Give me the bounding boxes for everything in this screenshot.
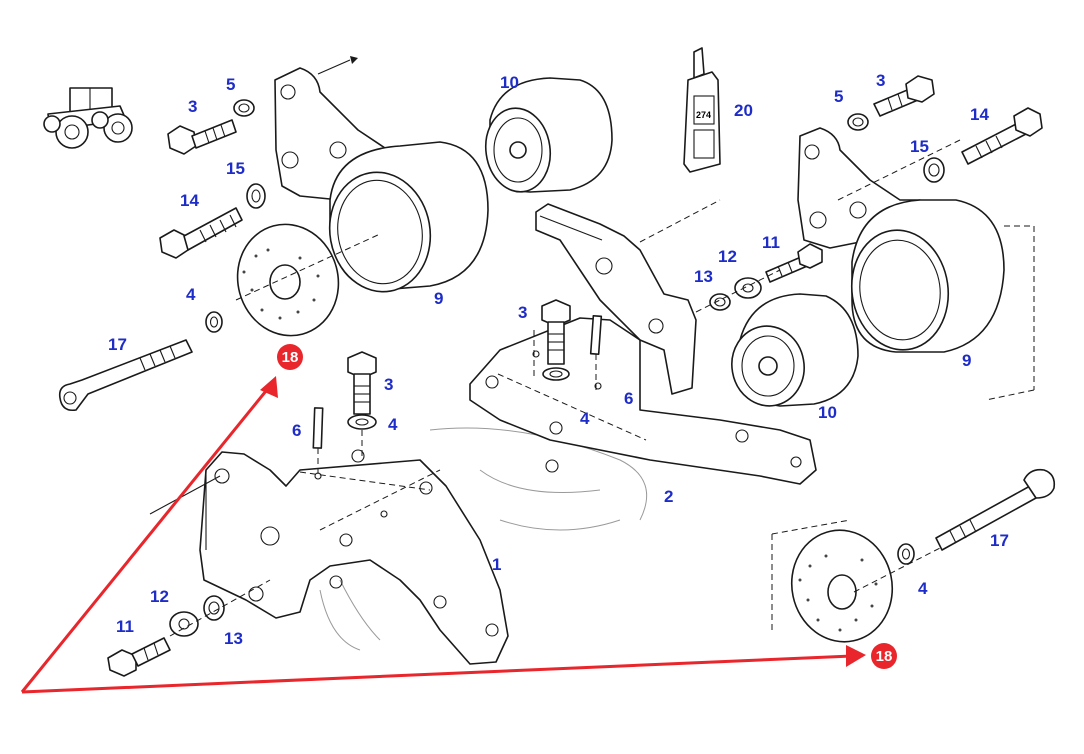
label-3: 3 <box>188 97 197 116</box>
tractor-icon <box>43 87 133 149</box>
bolt-11-center <box>765 243 823 283</box>
label-13: 13 <box>224 629 243 648</box>
label-9: 9 <box>962 351 971 370</box>
mount-bracket-1 <box>199 449 509 665</box>
label-11: 11 <box>116 617 134 636</box>
label-5: 5 <box>834 87 843 106</box>
callout-arrows <box>20 376 866 694</box>
callout-badge-18-right: 18 <box>871 643 897 669</box>
label-12: 12 <box>150 587 169 606</box>
label-4: 4 <box>918 579 928 598</box>
bolt-3-center <box>541 299 571 365</box>
background-chassis-ghost <box>319 427 648 651</box>
label-17: 17 <box>990 531 1009 550</box>
callout-18-right-text: 18 <box>876 648 893 665</box>
label-20: 20 <box>734 101 753 120</box>
label-2: 2 <box>664 487 673 506</box>
mount-bracket-9-right <box>797 127 1035 401</box>
label-4: 4 <box>186 285 196 304</box>
bolt-3-lower <box>347 351 377 415</box>
label-4: 4 <box>388 415 398 434</box>
rubber-bushing-10-bottom <box>731 293 859 407</box>
rubber-bushing-10-top <box>484 77 613 193</box>
bolt-17-left <box>58 339 193 412</box>
pin-6-lower <box>312 407 324 476</box>
label-15: 15 <box>910 137 929 156</box>
bolt-11-lower <box>107 637 171 677</box>
mount-bracket-9-left <box>274 56 489 293</box>
bolt-3-right <box>873 75 935 117</box>
part-labels: 5 3 15 14 4 17 10 9 20 3 4 6 13 12 11 10… <box>108 71 1009 648</box>
washer-15-right <box>923 157 945 183</box>
label-3: 3 <box>518 303 527 322</box>
washer-4-center <box>542 367 570 381</box>
washer-5-right <box>847 113 869 131</box>
bolt-14-left <box>159 207 243 259</box>
spacer-13-lower <box>203 595 225 621</box>
bolt-17-right <box>935 468 1056 551</box>
label-17: 17 <box>108 335 127 354</box>
washer-5-left <box>233 99 255 117</box>
label-12: 12 <box>718 247 737 266</box>
label-14: 14 <box>180 191 199 210</box>
pin-6-center <box>589 314 603 390</box>
label-9: 9 <box>434 289 443 308</box>
washer-15-left <box>246 183 266 209</box>
bottle-label: 274 <box>696 110 711 120</box>
washer-12-center <box>734 277 762 299</box>
label-6: 6 <box>624 389 633 408</box>
label-11: 11 <box>762 233 780 252</box>
friction-disc-right <box>790 529 894 643</box>
adhesive-bottle-20: 274 <box>683 47 721 173</box>
label-6: 6 <box>292 421 301 440</box>
label-1: 1 <box>492 555 501 574</box>
label-14: 14 <box>970 105 989 124</box>
label-5: 5 <box>226 75 235 94</box>
callout-18-left-text: 18 <box>282 349 299 366</box>
label-10: 10 <box>818 403 837 422</box>
washer-4-right <box>897 543 915 565</box>
friction-disc-left <box>236 223 340 337</box>
washer-4-lower <box>347 414 377 430</box>
bolt-3-left <box>167 119 237 155</box>
label-15: 15 <box>226 159 245 178</box>
label-3: 3 <box>384 375 393 394</box>
washer-12-lower <box>169 611 199 637</box>
label-10: 10 <box>500 73 519 92</box>
label-4: 4 <box>580 409 590 428</box>
washer-4-left <box>205 311 223 333</box>
arm-bracket-2 <box>535 199 721 395</box>
label-13: 13 <box>694 267 713 286</box>
callout-badge-18-left: 18 <box>277 344 303 370</box>
bolt-14-right <box>961 107 1043 165</box>
label-3: 3 <box>876 71 885 90</box>
